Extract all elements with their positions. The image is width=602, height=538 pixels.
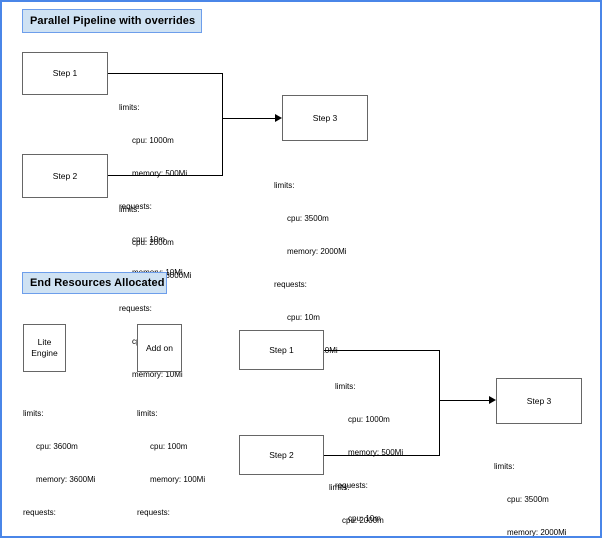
- spec-top-step-1-limits-memory: memory: 500Mi: [132, 169, 188, 178]
- spec-bottom-step-3-limits-memory: memory: 2000Mi: [507, 528, 567, 537]
- node-top-step-1-label: Step 1: [52, 68, 78, 78]
- node-add-on[interactable]: Add on: [137, 324, 182, 372]
- spec-lite-engine-limits-label: limits:: [23, 409, 44, 418]
- spec-lite-engine-requests-label: requests:: [23, 508, 56, 517]
- node-bottom-step-1[interactable]: Step 1: [239, 330, 324, 370]
- spec-bottom-step-3: limits: cpu: 3500m memory: 2000Mi reques…: [494, 439, 567, 537]
- spec-bottom-step-3-limits-label: limits:: [494, 462, 515, 471]
- edge-bottom-step1-to-junction: [324, 350, 439, 351]
- spec-top-step-1-limits-label: limits:: [119, 103, 140, 112]
- spec-lite-engine: limits: cpu: 3600m memory: 3600Mi reques…: [23, 386, 96, 536]
- node-top-step-2-label: Step 2: [52, 170, 78, 181]
- node-lite-engine[interactable]: Lite Engine: [23, 324, 66, 372]
- spec-top-step-2-requests-memory: memory: 10Mi: [132, 370, 183, 379]
- arrowhead-bottom-to-step3: [489, 396, 496, 404]
- spec-top-step-3-requests-cpu: cpu: 10m: [287, 313, 320, 322]
- spec-add-on-limits-label: limits:: [137, 409, 158, 418]
- spec-bottom-step-1-requests-label: requests:: [335, 481, 368, 490]
- node-lite-engine-label-line2: Engine: [31, 348, 58, 358]
- edge-top-junction-bus: [222, 73, 223, 176]
- spec-add-on-requests-label: requests:: [137, 508, 170, 517]
- section-banner-end-resources: End Resources Allocated: [22, 272, 167, 294]
- spec-lite-engine-limits-memory: memory: 3600Mi: [36, 475, 96, 484]
- spec-bottom-step-2-limits-label: limits:: [329, 483, 350, 492]
- spec-bottom-step-1-requests-cpu: cpu: 10m: [348, 514, 381, 523]
- section-banner-parallel-pipeline-label: Parallel Pipeline with overrides: [30, 15, 196, 27]
- spec-add-on-limits-cpu: cpu: 100m: [150, 442, 188, 451]
- spec-lite-engine-limits-cpu: cpu: 3600m: [36, 442, 78, 451]
- node-bottom-step-3-label: Step 3: [526, 395, 552, 406]
- node-top-step-3-label: Step 3: [312, 112, 338, 123]
- section-banner-end-resources-label: End Resources Allocated: [30, 277, 165, 289]
- spec-top-step-1-requests-cpu: cpu: 10m: [132, 235, 165, 244]
- edge-bottom-junction-to-step3: [439, 400, 489, 401]
- edge-bottom-step2-to-junction: [324, 455, 439, 456]
- section-banner-parallel-pipeline: Parallel Pipeline with overrides: [22, 9, 202, 33]
- node-bottom-step-1-label: Step 1: [269, 344, 294, 355]
- spec-top-step-3-limits-memory: memory: 2000Mi: [287, 247, 347, 256]
- spec-top-step-3-limits-cpu: cpu: 3500m: [287, 214, 329, 223]
- node-add-on-label: Add on: [146, 342, 173, 353]
- spec-bottom-step-1-limits-cpu: cpu: 1000m: [348, 415, 390, 424]
- spec-bottom-step-2-limits-cpu: cpu: 2000m: [342, 516, 384, 525]
- node-top-step-2[interactable]: Step 2: [22, 154, 108, 198]
- node-top-step-1[interactable]: Step 1: [22, 52, 108, 95]
- spec-add-on-limits-memory: memory: 100Mi: [150, 475, 206, 484]
- edge-bottom-junction-bus: [439, 350, 440, 456]
- spec-top-step-1-requests-label: requests:: [119, 202, 152, 211]
- spec-top-step-3-requests-label: requests:: [274, 280, 307, 289]
- spec-bottom-step-1-limits-memory: memory: 500Mi: [348, 448, 404, 457]
- arrowhead-top-to-step3: [275, 114, 282, 122]
- spec-top-step-2-limits-cpu: cpu: 2000m: [132, 238, 174, 247]
- spec-add-on: limits: cpu: 100m memory: 100Mi requests…: [137, 386, 206, 536]
- spec-top-step-2-requests-label: requests:: [119, 304, 152, 313]
- edge-top-step2-to-junction: [108, 175, 222, 176]
- node-bottom-step-2[interactable]: Step 2: [239, 435, 324, 475]
- edge-top-junction-to-step3: [222, 118, 275, 119]
- spec-bottom-step-1: limits: cpu: 1000m memory: 500Mi request…: [335, 359, 404, 536]
- node-bottom-step-3[interactable]: Step 3: [496, 378, 582, 424]
- spec-bottom-step-1-limits-label: limits:: [335, 382, 356, 391]
- node-lite-engine-label-line1: Lite: [37, 337, 52, 347]
- node-bottom-step-2-label: Step 2: [269, 449, 294, 460]
- spec-top-step-3-limits-label: limits:: [274, 181, 295, 190]
- spec-top-step-1-limits-cpu: cpu: 1000m: [132, 136, 174, 145]
- spec-bottom-step-2: limits: cpu: 2000m memory: 3000Mi reques…: [329, 460, 402, 536]
- edge-top-step1-to-junction: [108, 73, 222, 74]
- spec-top-step-2-limits-label: limits:: [119, 205, 140, 214]
- node-top-step-3[interactable]: Step 3: [282, 95, 368, 141]
- spec-bottom-step-3-limits-cpu: cpu: 3500m: [507, 495, 549, 504]
